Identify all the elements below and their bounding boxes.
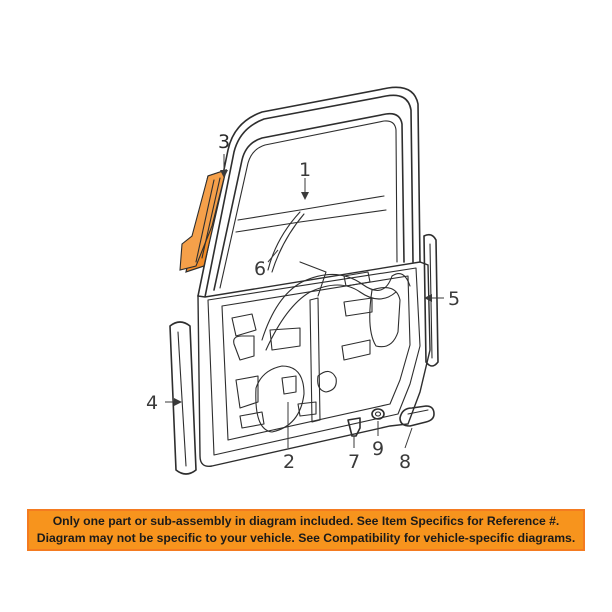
door-glass-drawing [267,211,305,273]
callout-7: 7 [348,451,360,473]
handle-drawing [399,405,435,427]
callout-9: 9 [372,438,384,460]
glass-run-channel-drawing [179,169,227,273]
leader-lines [165,154,444,449]
callout-1: 1 [299,159,311,181]
disclaimer-line-1: Only one part or sub-assembly in diagram… [52,514,560,528]
disclaimer-line-2: Diagram may not be specific to your vehi… [36,531,576,545]
callout-6: 6 [254,258,266,280]
plug-drawing [371,408,385,420]
door-shell-drawing [197,86,431,467]
front-weatherstrip-drawing [169,321,197,475]
clip-drawing [347,417,361,437]
callout-5: 5 [448,288,460,310]
callout-2: 2 [283,451,295,473]
disclaimer-banner: Only one part or sub-assembly in diagram… [27,509,585,551]
callout-8: 8 [399,451,411,473]
callout-3: 3 [218,131,230,153]
callout-4: 4 [146,392,158,414]
